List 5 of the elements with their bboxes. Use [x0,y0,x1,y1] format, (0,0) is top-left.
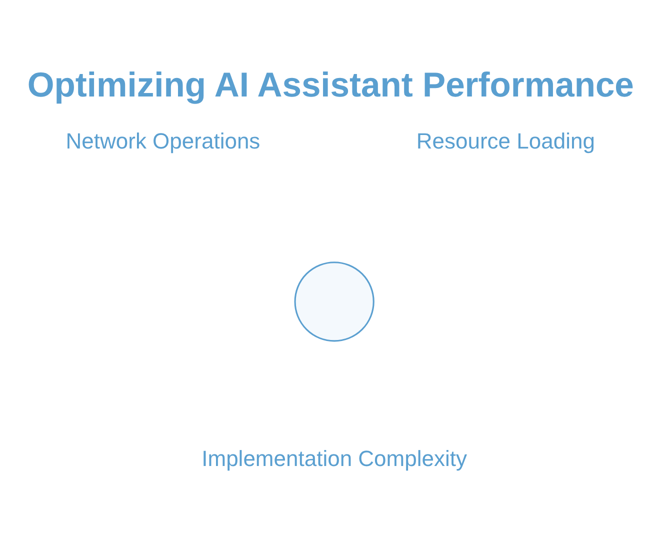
node-text: Resource Loading [416,128,595,154]
node-text: Implementation Complexity [202,446,467,471]
node-circle [294,261,374,342]
node-text: Network Operations [66,128,260,154]
diagram-title: Optimizing AI Assistant Performance [27,66,634,104]
